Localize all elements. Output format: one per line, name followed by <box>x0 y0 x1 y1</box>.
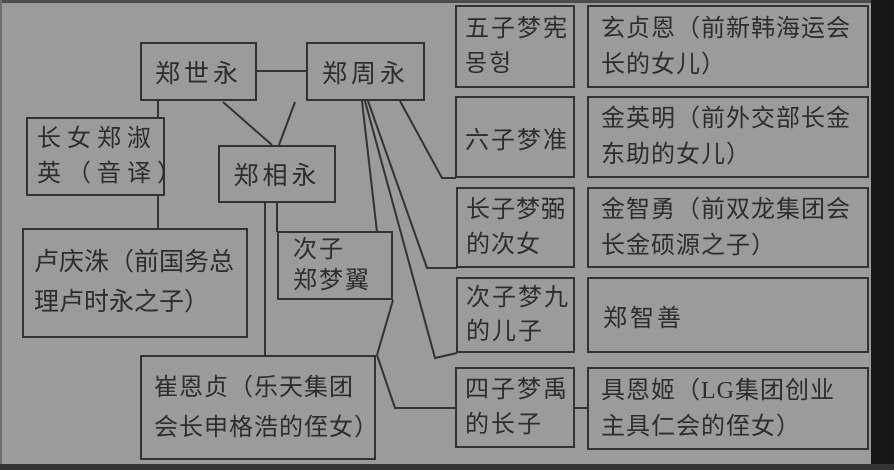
line-zhouyong-mengbi <box>367 100 457 269</box>
box-text-line: 长金硕源之子） <box>601 232 776 259</box>
box-text-line: 长子梦弼 <box>466 196 566 223</box>
box-fifth-son-meng-xian: 五子梦宪 몽헝 <box>455 5 575 88</box>
box-text-line: 郑周永 <box>321 60 409 88</box>
box-ju-en-ji: 具恩姬（LG集团创业主具仁会的侄女） <box>587 367 869 450</box>
line-mengyi-cuienzhen <box>376 299 394 356</box>
photo-edge-right <box>871 0 894 470</box>
box-eldest-daughter-zheng-shu-ying: 长女郑淑英（音译） <box>26 117 187 196</box>
box-text-line: 的长子 <box>465 411 543 438</box>
box-zheng-shi-yong: 郑世永 <box>140 42 257 101</box>
box-text-line: 몽헝 <box>465 50 514 77</box>
line-zhouyong-mengjiu <box>364 100 458 360</box>
box-lu-qing-zhu: 卢庆洙（前国务总理卢时永之子） <box>22 228 248 338</box>
box-text-line: 四子梦禹 <box>465 376 569 403</box>
box-text-line: 的次女 <box>466 231 541 258</box>
box-text-line: 长女郑淑 <box>37 125 157 152</box>
box-cui-en-zhen: 崔恩贞（乐天集团会长申格浩的侄女） <box>140 355 379 460</box>
line-zhouyong-mengzhun <box>399 100 456 179</box>
box-text-line: 的儿子 <box>466 319 544 345</box>
photo-edge-left <box>0 0 2 470</box>
box-text-line: 具恩姬（LG集团创业 <box>601 377 835 404</box>
box-text-line: 东助的女儿） <box>601 142 751 168</box>
box-text-line: 会长申格浩的侄女） <box>154 414 379 441</box>
box-text-line: 理卢时永之子） <box>34 289 210 316</box>
box-jin-ying-ming: 金英明（前外交部长金东助的女儿） <box>587 96 869 178</box>
box-zheng-zhou-yong: 郑周永 <box>306 42 425 101</box>
box-text-line: 郑相永 <box>233 163 321 190</box>
box-text-line: 郑梦翼 <box>293 267 371 294</box>
line-zhouyong-mengyi <box>361 100 378 233</box>
box-text-line: 长的女儿） <box>601 51 726 78</box>
box-fourth-son-meng-yu-eldest-son: 四子梦禹的长子 <box>455 367 575 448</box>
box-text-line: 崔恩贞（乐天集团 <box>154 374 354 401</box>
box-zheng-zhi-shan: 郑智善 <box>587 277 869 353</box>
box-text-line: 六子梦准 <box>465 127 569 154</box>
line-zhouyong-xiangyong <box>278 101 296 146</box>
box-text-line: 五子梦宪 <box>465 15 569 42</box>
box-text-line: 郑世永 <box>154 60 242 88</box>
box-jin-zhi-yong: 金智勇（前双龙集团会长金硕源之子） <box>587 187 869 268</box>
box-text-line: 玄贞恩（前新韩海运会 <box>601 15 851 42</box>
box-second-son-zheng-meng-yi: 次子郑梦翼 <box>277 231 393 300</box>
box-text-line: 次子 <box>293 236 345 263</box>
box-text-line: 郑智善 <box>603 305 684 332</box>
box-xuan-zhen-en: 玄贞恩（前新韩海运会长的女儿） <box>587 5 869 88</box>
box-text-line: 金智勇（前双龙集团会 <box>601 196 851 223</box>
photo-edge-top <box>0 0 894 3</box>
box-text-line: 次子梦九 <box>466 285 570 311</box>
line-cuienzhen-mengyu <box>376 354 455 409</box>
box-first-son-meng-bi-second-daughter: 长子梦弼的次女 <box>456 187 575 268</box>
line-shiyong-xiangyong <box>222 101 273 146</box>
photo-edge-bottom <box>0 464 894 470</box>
box-text-line: 金英明（前外交部长金 <box>601 106 851 132</box>
box-text-line: 卢庆洙（前国务总 <box>34 249 235 276</box>
box-text-line: 英（音译） <box>37 160 187 187</box>
box-second-son-meng-jiu-son: 次子梦九的儿子 <box>456 277 575 353</box>
box-text-line: 主具仁会的侄女） <box>601 413 801 440</box>
box-sixth-son-meng-zhun: 六子梦准 <box>455 96 575 178</box>
box-zheng-xiang-yong: 郑相永 <box>218 145 336 203</box>
